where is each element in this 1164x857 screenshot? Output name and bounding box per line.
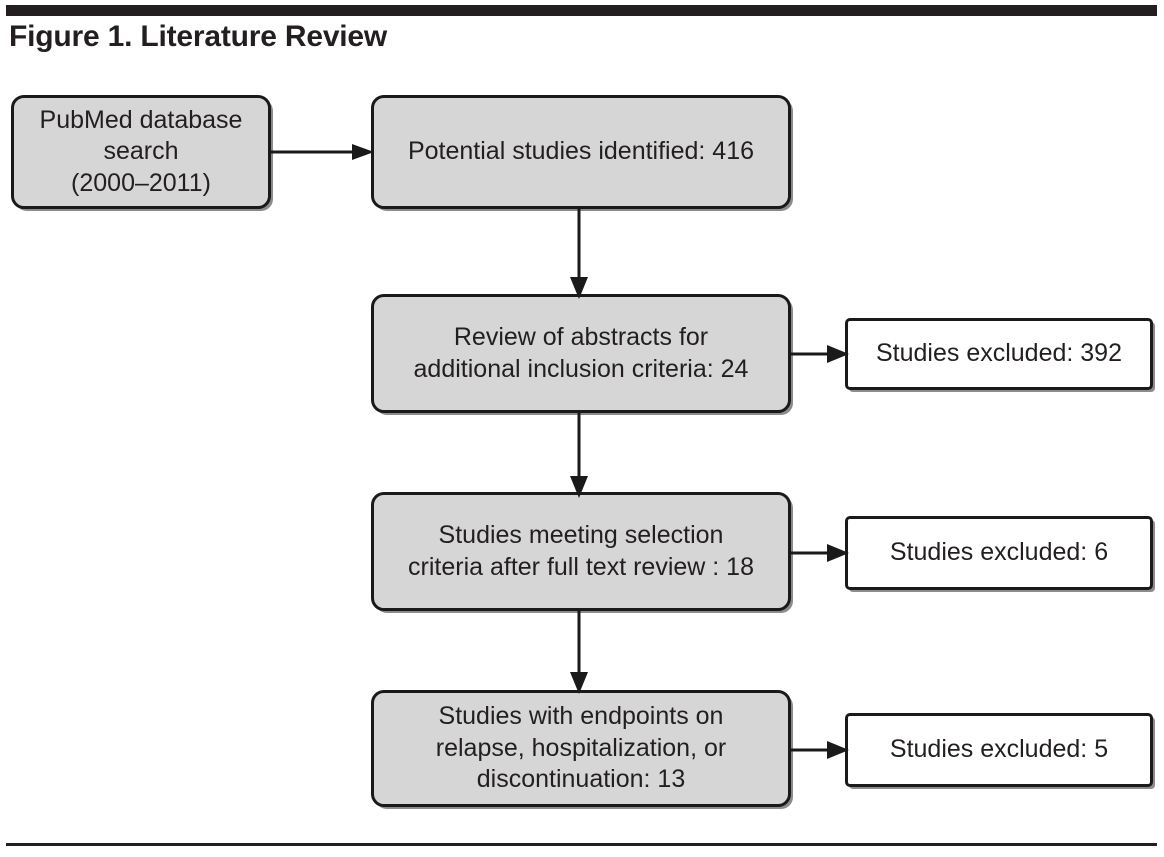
bottom-rule — [6, 843, 1157, 846]
flow-node-potential-studies-identified: Potential studies identified: 416 — [371, 95, 791, 209]
arrow-identified-to-abstracts — [568, 207, 590, 299]
flow-node-studies-excluded-6: Studies excluded: 6 — [845, 516, 1153, 590]
arrow-abstracts-to-selection — [568, 410, 590, 498]
page-title: Figure 1. Literature Review — [9, 20, 388, 53]
flow-node-studies-excluded-5: Studies excluded: 5 — [845, 713, 1153, 787]
flow-node-studies-with-endpoints: Studies with endpoints on relapse, hospi… — [371, 690, 791, 807]
arrow-selection-to-excluded-6 — [788, 542, 849, 564]
arrow-abstracts-to-excluded-392 — [788, 343, 849, 365]
arrow-selection-to-endpoints — [568, 608, 590, 694]
arrow-search-to-identified — [270, 141, 374, 163]
arrow-endpoints-to-excluded-5 — [788, 739, 849, 761]
flow-node-studies-meeting-selection-criteria: Studies meeting selection criteria after… — [371, 492, 791, 611]
flow-node-review-of-abstracts: Review of abstracts for additional inclu… — [371, 294, 791, 413]
top-rule — [6, 5, 1157, 16]
flow-node-pubmed-search: PubMed database search (2000–2011) — [11, 95, 271, 209]
flow-node-studies-excluded-392: Studies excluded: 392 — [845, 318, 1153, 390]
